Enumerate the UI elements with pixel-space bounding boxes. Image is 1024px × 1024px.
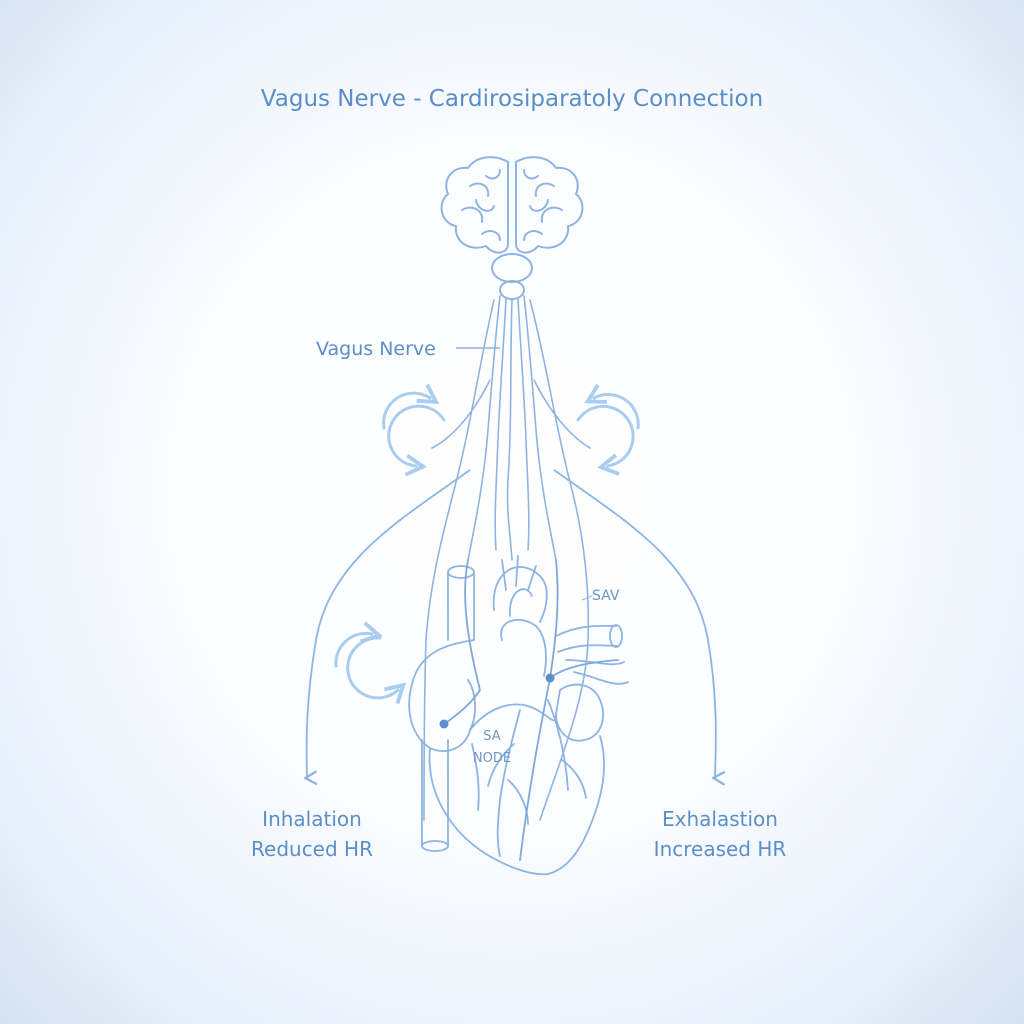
inhalation-label: Inhalation Reduced HR — [232, 804, 392, 864]
sa-node-label: SA NODE — [460, 726, 524, 770]
sav-label: SAV — [592, 588, 620, 604]
exhalation-line2: Increased HR — [653, 837, 787, 861]
inhalation-line1: Inhalation — [262, 807, 362, 831]
cardiac-nerve-branches — [443, 559, 619, 861]
respiratory-arcs — [307, 469, 716, 778]
cycle-arrow-icon — [334, 383, 640, 705]
sa-node-label-line2: NODE — [472, 751, 512, 766]
av-node-dot — [545, 673, 555, 683]
inhalation-line2: Reduced HR — [251, 837, 373, 861]
heart-icon — [408, 555, 629, 876]
sav-pointer — [581, 595, 593, 601]
vagus-nerve-label: Vagus Nerve — [316, 338, 436, 360]
brain-icon — [440, 156, 584, 300]
sa-node-dot — [439, 719, 449, 729]
vagus-nerve-bundle — [423, 295, 591, 821]
exhalation-label: Exhalastion Increased HR — [640, 804, 800, 864]
page-title: Vagus Nerve - Cardirosiparatoly Connecti… — [260, 86, 764, 112]
sa-node-label-line1: SA — [483, 729, 501, 744]
exhalation-line1: Exhalastion — [662, 807, 778, 831]
